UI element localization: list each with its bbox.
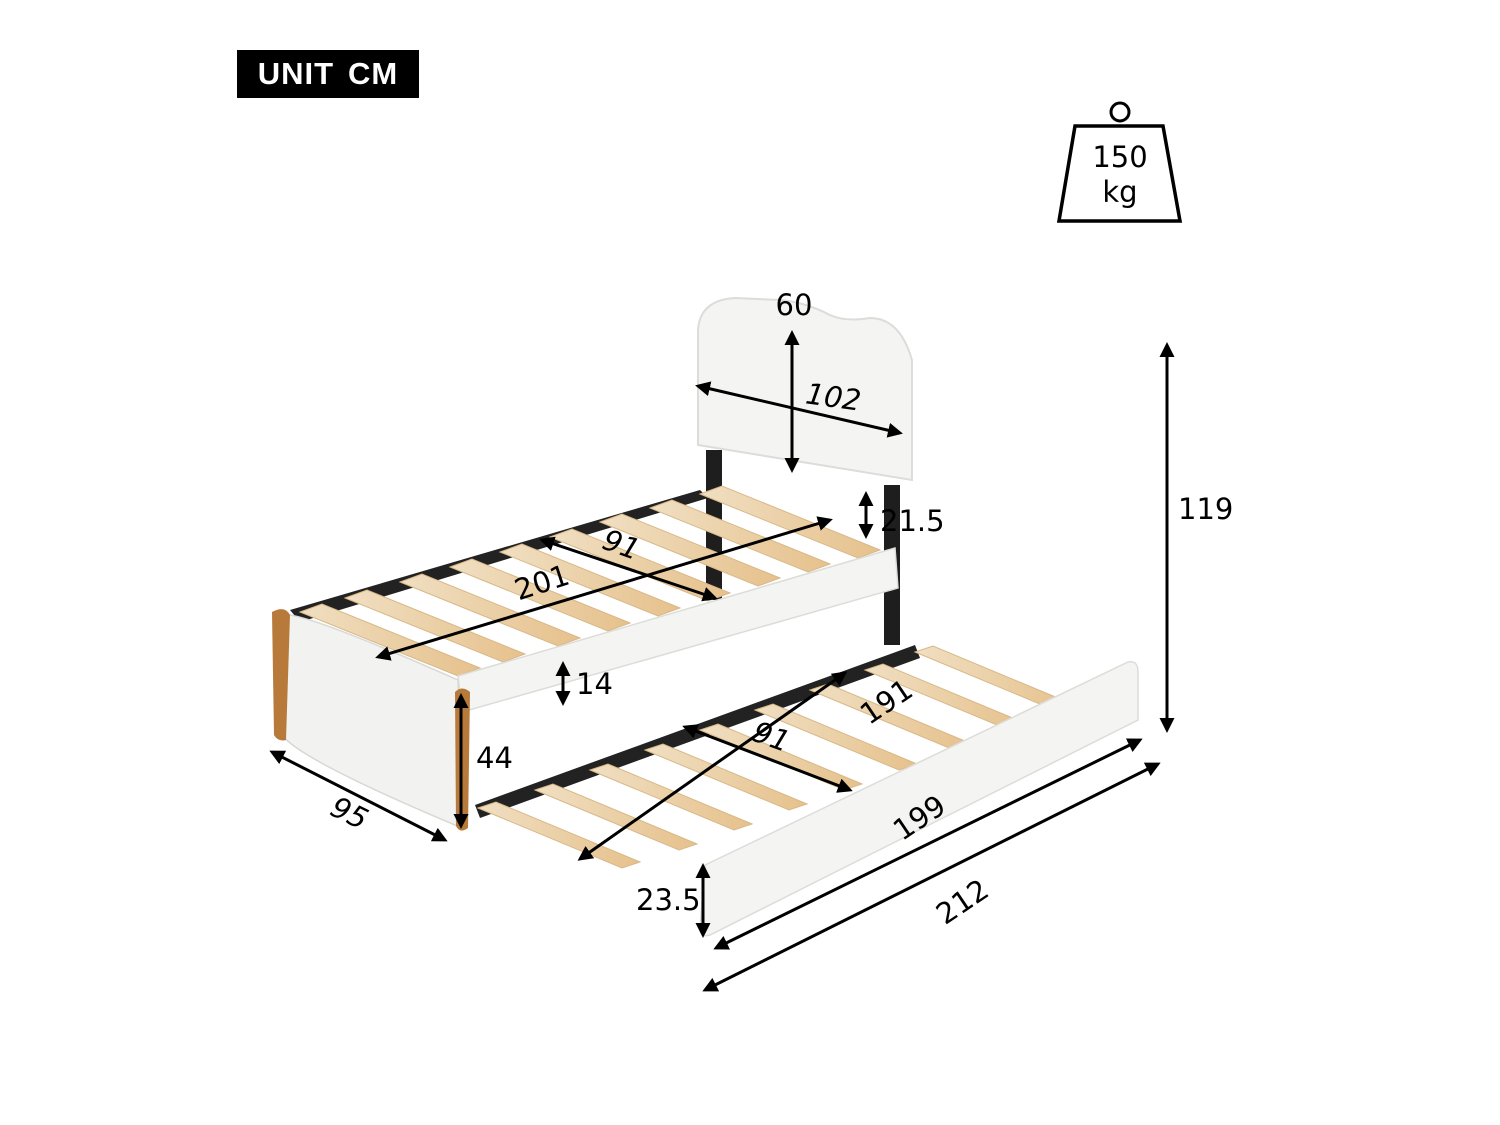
total-length-label: 212 bbox=[930, 872, 995, 931]
headboard-width-label: 102 bbox=[804, 376, 864, 417]
unit-value: CM bbox=[348, 56, 399, 91]
unit-badge: UNIT CM bbox=[237, 50, 419, 98]
bed-slat-width-arrow bbox=[539, 536, 718, 602]
headboard-width-arrow bbox=[695, 381, 903, 438]
weight-icon: 150 kg bbox=[1056, 101, 1183, 223]
footboard-wood-trim-left bbox=[272, 609, 290, 741]
headboard bbox=[697, 296, 913, 482]
weight-unit: kg bbox=[1102, 175, 1137, 209]
dimension-lines bbox=[269, 330, 1175, 992]
side-rail-height-label: 14 bbox=[576, 667, 613, 701]
bed-width-arrow bbox=[269, 750, 448, 842]
weight-value: 150 bbox=[1092, 140, 1147, 174]
total-height-label: 119 bbox=[1178, 492, 1233, 526]
trundle-height-label: 23.5 bbox=[636, 883, 701, 917]
total-length-arrow bbox=[702, 762, 1161, 992]
headboard-clearance-label: 21.5 bbox=[880, 504, 945, 538]
footboard bbox=[281, 613, 463, 830]
bed-width-label: 95 bbox=[325, 790, 373, 837]
bed-height-label: 44 bbox=[476, 741, 513, 775]
unit-label: UNIT bbox=[257, 56, 335, 91]
headboard-height-label: 60 bbox=[776, 288, 813, 322]
